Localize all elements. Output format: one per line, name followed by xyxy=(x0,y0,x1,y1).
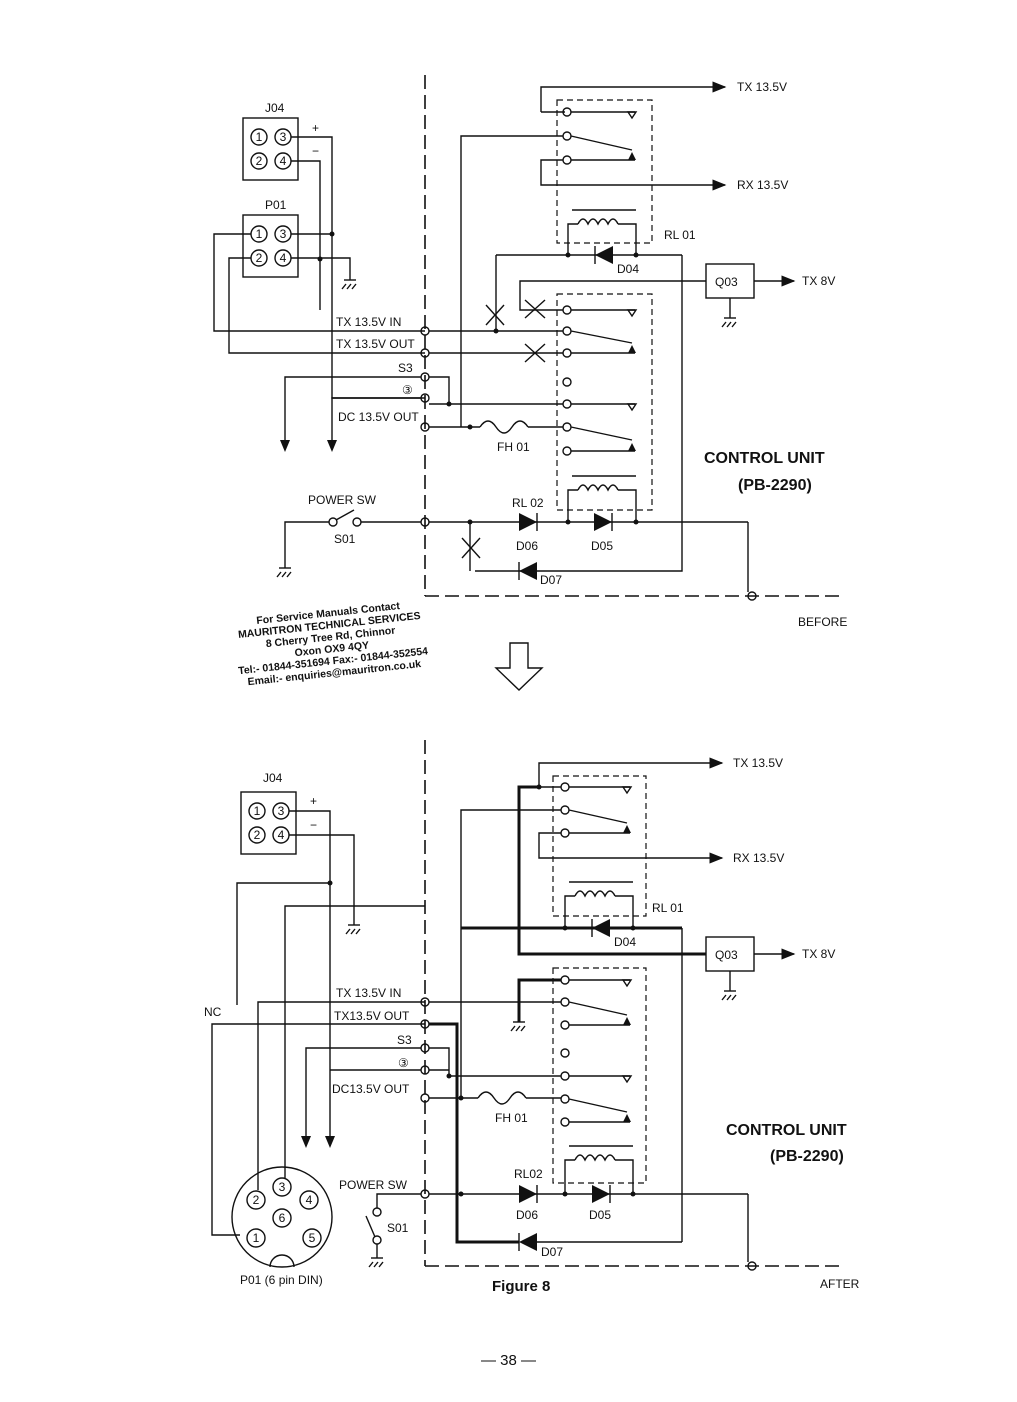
plus-label: + xyxy=(312,121,319,135)
svg-text:3: 3 xyxy=(280,130,287,144)
j04-label: J04 xyxy=(263,771,283,785)
relay-rl02-box xyxy=(552,967,647,1184)
tx-13-5v-label: TX 13.5V xyxy=(733,756,783,770)
svg-text:1: 1 xyxy=(254,804,261,818)
p01-label: P01 xyxy=(265,198,287,212)
rl01-label: RL 01 xyxy=(664,228,696,242)
d04-label: D04 xyxy=(614,935,636,949)
tx-out-label: TX 13.5V OUT xyxy=(336,337,415,351)
svg-text:1: 1 xyxy=(256,227,263,241)
down-arrow-icon xyxy=(494,642,544,691)
q03-label: Q03 xyxy=(715,948,738,962)
din-connector: 2 3 4 6 1 5 xyxy=(231,1140,333,1268)
svg-text:1: 1 xyxy=(256,130,263,144)
svg-text:6: 6 xyxy=(279,1211,286,1225)
d07-label: D07 xyxy=(540,573,562,587)
d06-label: D06 xyxy=(516,1208,538,1222)
svg-text:3: 3 xyxy=(279,1180,286,1194)
control-model-label: (PB-2290) xyxy=(738,477,812,494)
rl02-label: RL02 xyxy=(514,1167,543,1181)
cut-mark xyxy=(461,537,481,559)
rl01-label: RL 01 xyxy=(652,901,684,915)
rl02-label: RL 02 xyxy=(512,496,544,510)
j04-connector xyxy=(242,117,299,181)
after-schematic: J04 1 3 2 4 + − NC TX 13.5V IN TX13.5V O… xyxy=(204,740,860,1291)
before-label: BEFORE xyxy=(798,615,847,629)
dc-out-label: DC 13.5V OUT xyxy=(338,410,419,424)
fh01-label: FH 01 xyxy=(495,1111,528,1125)
d05-label: D05 xyxy=(591,539,613,553)
d05-label: D05 xyxy=(589,1208,611,1222)
p01-connector xyxy=(242,214,299,278)
control-unit-label: CONTROL UNIT xyxy=(726,1122,847,1139)
s3-num-label: ③ xyxy=(402,383,413,397)
minus-label: − xyxy=(310,818,317,832)
d04-label: D04 xyxy=(617,262,639,276)
tx-13-5v-label: TX 13.5V xyxy=(737,80,787,94)
plus-label: + xyxy=(310,794,317,808)
page-number: — 38 — xyxy=(480,1352,537,1369)
control-unit-label: CONTROL UNIT xyxy=(704,450,825,467)
cut-mark xyxy=(524,299,546,319)
s01-label: S01 xyxy=(387,1221,409,1235)
svg-text:1: 1 xyxy=(253,1231,260,1245)
d06-label: D06 xyxy=(516,539,538,553)
cut-mark xyxy=(485,304,505,326)
nc-label: NC xyxy=(204,1005,222,1019)
j04-connector xyxy=(240,791,297,855)
relay-rl01-box xyxy=(556,99,653,244)
svg-text:2: 2 xyxy=(254,828,261,842)
dc-out-label: DC13.5V OUT xyxy=(332,1082,410,1096)
s3-num-label: ③ xyxy=(398,1056,409,1070)
s01-label: S01 xyxy=(334,532,356,546)
minus-label: − xyxy=(312,144,319,158)
rx-13-5v-label: RX 13.5V xyxy=(733,851,784,865)
q03-label: Q03 xyxy=(715,275,738,289)
tx-8v-label: TX 8V xyxy=(802,274,835,288)
relay-rl02-box xyxy=(556,293,653,511)
svg-text:2: 2 xyxy=(256,251,263,265)
j04-label: J04 xyxy=(265,101,285,115)
figure-caption: Figure 8 xyxy=(492,1278,551,1295)
after-label: AFTER xyxy=(820,1277,860,1291)
rx-13-5v-label: RX 13.5V xyxy=(737,178,788,192)
tx-out-label: TX13.5V OUT xyxy=(334,1009,410,1023)
svg-text:4: 4 xyxy=(306,1193,313,1207)
tx-in-label: TX 13.5V IN xyxy=(336,986,401,1000)
svg-text:2: 2 xyxy=(253,1193,260,1207)
power-sw-label: POWER SW xyxy=(308,493,377,507)
svg-text:3: 3 xyxy=(278,804,285,818)
relay-rl01-box xyxy=(552,775,647,917)
tx-in-label: TX 13.5V IN xyxy=(336,315,401,329)
tx-8v-label: TX 8V xyxy=(802,947,835,961)
din-label: P01 (6 pin DIN) xyxy=(240,1273,323,1287)
s3-label: S3 xyxy=(397,1033,412,1047)
svg-text:2: 2 xyxy=(256,154,263,168)
svg-text:4: 4 xyxy=(280,251,287,265)
d07-label: D07 xyxy=(541,1245,563,1259)
svg-text:4: 4 xyxy=(278,828,285,842)
cut-mark xyxy=(524,343,546,363)
svg-text:3: 3 xyxy=(280,227,287,241)
control-model-label: (PB-2290) xyxy=(770,1148,844,1165)
svg-text:5: 5 xyxy=(309,1231,316,1245)
fh01-label: FH 01 xyxy=(497,440,530,454)
svg-text:4: 4 xyxy=(280,154,287,168)
before-schematic: J04 1 3 2 4 + − P01 1 3 2 4 TX 13.5V IN … xyxy=(213,75,847,629)
s3-label: S3 xyxy=(398,361,413,375)
power-sw-label: POWER SW xyxy=(339,1178,408,1192)
